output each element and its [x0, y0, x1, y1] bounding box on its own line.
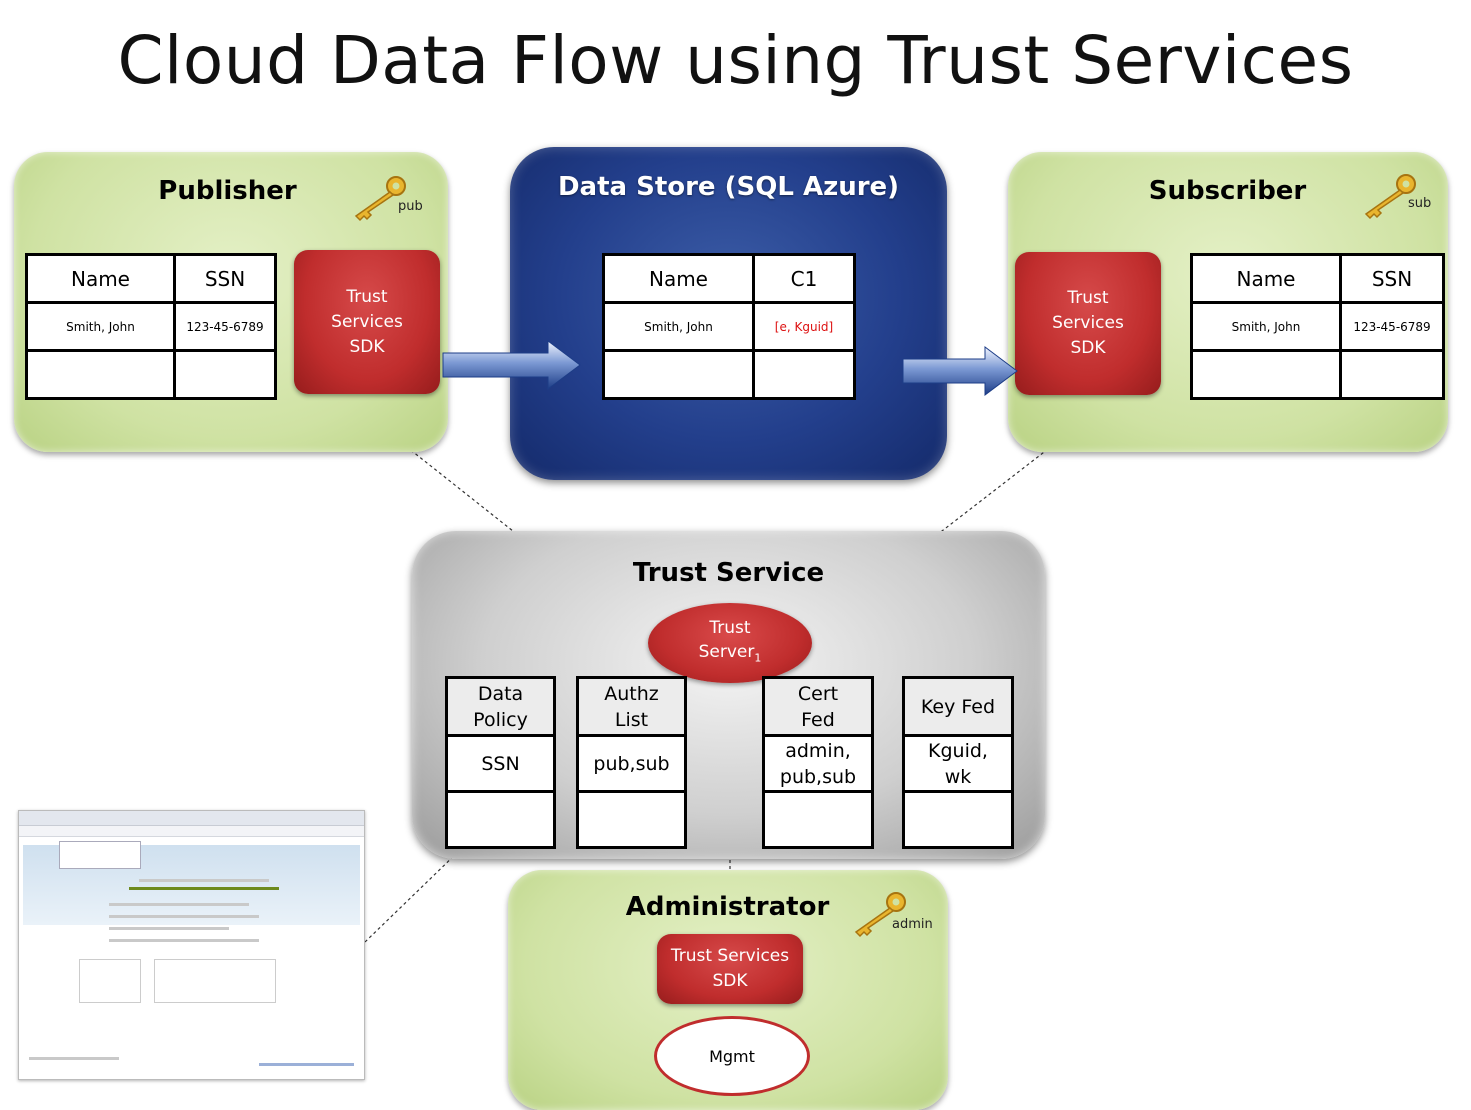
- table-header: Authz List: [576, 676, 687, 737]
- data-policy-table: Data Policy SSN: [445, 676, 556, 849]
- table-header: Name: [602, 253, 755, 304]
- portal-form-panel: [79, 959, 141, 1003]
- administrator-title: Administrator: [625, 892, 830, 922]
- table-cell: pub,sub: [576, 734, 687, 793]
- table-header: SSN: [1339, 253, 1445, 304]
- trust-server-label: Trust Server: [698, 617, 755, 662]
- table-cell: [e, Kguid]: [752, 301, 856, 352]
- admin-sdk-box: Trust Services SDK: [657, 934, 803, 1004]
- portal-logo-box: [59, 841, 141, 869]
- sdk-label: Trust Services SDK: [331, 286, 403, 357]
- table-cell: [602, 349, 755, 400]
- key-label: sub: [1408, 196, 1432, 211]
- trust-server-subscript: 1: [754, 651, 762, 665]
- table-cell: [173, 349, 277, 400]
- browser-toolbar: [19, 811, 364, 826]
- table-cell: Smith, John: [1190, 301, 1342, 352]
- mgmt-node: Mgmt: [654, 1016, 810, 1096]
- trust-service-title: Trust Service: [632, 558, 825, 588]
- trust-server-node: Trust Server1: [648, 603, 812, 683]
- datastore-title: Data Store (SQL Azure): [557, 172, 900, 202]
- portal-text-line: [109, 927, 229, 930]
- table-cell: Smith, John: [25, 301, 176, 352]
- table-cell: Smith, John: [602, 301, 755, 352]
- table-cell: [445, 790, 556, 849]
- key-icon: [854, 892, 906, 938]
- table-cell: SSN: [445, 734, 556, 793]
- publisher-title: Publisher: [158, 176, 297, 206]
- browser-address-bar: [19, 826, 364, 837]
- datastore-table: Name C1 Smith, John [e, Kguid]: [602, 253, 856, 400]
- publisher-sdk-box: Trust Services SDK: [294, 250, 440, 394]
- table-cell: 123-45-6789: [1339, 301, 1445, 352]
- table-header: Cert Fed: [762, 676, 874, 737]
- table-cell: admin, pub,sub: [762, 734, 874, 793]
- sdk-label: Trust Services SDK: [1052, 288, 1124, 358]
- subscriber-title: Subscriber: [1148, 176, 1307, 206]
- table-cell: [1190, 349, 1342, 400]
- portal-footer-line: [29, 1057, 119, 1060]
- table-cell: [25, 349, 176, 400]
- key-label: pub: [398, 199, 423, 214]
- table-header: Data Policy: [445, 676, 556, 737]
- portal-text-line: [129, 887, 279, 890]
- table-cell: [1339, 349, 1445, 400]
- portal-text-line: [139, 879, 269, 882]
- key-icon: [1364, 174, 1416, 220]
- portal-text-line: [109, 915, 259, 918]
- table-header: Name: [1190, 253, 1342, 304]
- cert-fed-table: Cert Fed admin, pub,sub: [762, 676, 874, 849]
- table-cell: [752, 349, 856, 400]
- portal-form-panel: [154, 959, 276, 1003]
- mgmt-label: Mgmt: [709, 1046, 755, 1066]
- portal-footer-line: [259, 1063, 354, 1066]
- key-icon: [354, 176, 406, 222]
- portal-text-line: [109, 939, 259, 942]
- table-header: Key Fed: [902, 676, 1014, 737]
- portal-text-line: [109, 903, 249, 906]
- portal-screenshot-thumbnail: [18, 810, 365, 1080]
- table-header: SSN: [173, 253, 277, 304]
- table-cell: Kguid, wk: [902, 734, 1014, 793]
- table-cell: [762, 790, 874, 849]
- table-header: C1: [752, 253, 856, 304]
- key-fed-table: Key Fed Kguid, wk: [902, 676, 1014, 849]
- table-header: Name: [25, 253, 176, 304]
- diagram-title: Cloud Data Flow using Trust Services: [117, 22, 1354, 99]
- subscriber-sdk-box: Trust Services SDK: [1015, 252, 1161, 395]
- table-cell: [902, 790, 1014, 849]
- table-cell: 123-45-6789: [173, 301, 277, 352]
- publisher-table: Name SSN Smith, John 123-45-6789: [25, 253, 277, 400]
- key-label: admin: [892, 917, 933, 932]
- publisher-to-trustserver-line: [344, 397, 650, 640]
- authz-list-table: Authz List pub,sub: [576, 676, 687, 849]
- subscriber-table: Name SSN Smith, John 123-45-6789: [1190, 253, 1445, 400]
- sdk-label: Trust Services SDK: [670, 946, 790, 991]
- table-cell: [576, 790, 687, 849]
